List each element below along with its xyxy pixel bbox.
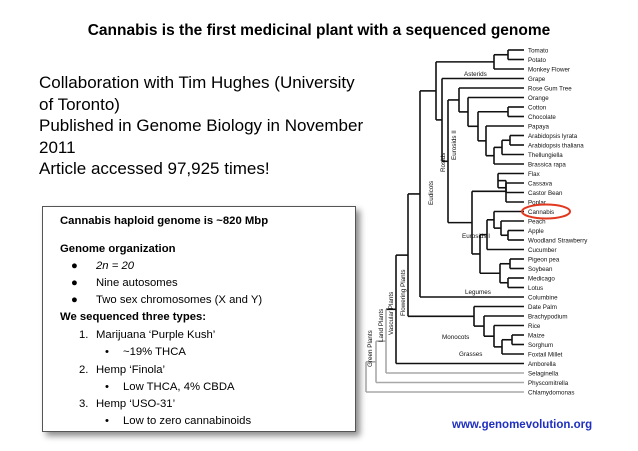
bullet-dot: ● (71, 294, 78, 306)
cannabis-highlight-ellipse (521, 203, 571, 220)
body-line: Published in Genome Biology in November (39, 116, 364, 136)
source-url: www.genomevolution.org (452, 419, 593, 431)
taxon-label: Columbine (528, 295, 558, 302)
body-line: Collaboration with Tim Hughes (Universit… (39, 73, 355, 92)
taxon-label: Maize (528, 333, 545, 340)
clade-label-legumes: Legumes (465, 289, 491, 296)
taxon-label: Arabidopsis thaliana (528, 143, 584, 150)
taxon-label: Brassica rapa (528, 162, 566, 169)
genome-info-box: Cannabis haploid genome is ~820 Mbp Geno… (42, 206, 356, 432)
clade-label-grasses: Grasses (459, 351, 482, 358)
slide-title: Cannabis is the first medicinal plant wi… (87, 22, 551, 39)
taxon-label: Lotus (528, 285, 543, 292)
taxon-label: Papaya (528, 124, 550, 131)
taxon-label: Chocolate (528, 114, 556, 121)
taxon-label: Medicago (528, 276, 555, 283)
taxon-label: Thellungiella (528, 152, 563, 159)
sub-bullet: • (105, 381, 109, 393)
taxon-label: Peach (528, 219, 546, 226)
taxon-label: Arabidopsis lyrata (528, 133, 578, 140)
type-number: 3. (79, 398, 89, 410)
taxon-label: Rice (528, 323, 541, 330)
body-line: Article accessed 97,925 times! (39, 159, 270, 179)
taxon-label: Selaginella (528, 371, 559, 378)
taxon-label: Apple (528, 228, 544, 235)
type-name: Hemp ‘Finola’ (96, 364, 166, 376)
clade-label-vascular-plants: Vascular Plants (388, 292, 395, 335)
body-text: Collaboration with Tim Hughes (Universit… (39, 72, 429, 180)
clade-label-asterids: Asterids (464, 71, 487, 78)
type-name: Marijuana ‘Purple Kush’ (96, 329, 216, 341)
taxon-label: Flax (528, 171, 541, 178)
type-name: Hemp ‘USO-31’ (96, 398, 176, 410)
taxon-label: Tomato (528, 48, 549, 55)
taxon-label: Rose Gum Tree (528, 86, 572, 93)
bullet-item: Nine autosomes (96, 277, 178, 289)
type-detail: ~19% THCA (123, 346, 186, 358)
sub-bullet: • (105, 346, 109, 358)
taxon-label: Poplar (528, 200, 546, 207)
sub-bullet: • (105, 415, 109, 427)
bullet-item: Two sex chromosomes (X and Y) (96, 294, 263, 306)
taxon-label: Cotton (528, 105, 547, 112)
clade-label-rosids: Rosids (440, 153, 447, 172)
taxon-label: Date Palm (528, 304, 557, 311)
type-number: 2. (79, 364, 89, 376)
taxon-label: Castor Bean (528, 190, 563, 197)
clade-label-monocots: Monocots (442, 334, 469, 341)
taxon-label: Chlamydomonas (528, 390, 574, 397)
taxon-label: Pigeon pea (528, 257, 560, 264)
organization-heading: Genome organization (60, 243, 176, 255)
taxon-label: Woodland Strawberry (528, 238, 588, 245)
taxon-label: Amborella (528, 361, 556, 368)
taxon-label: Grape (528, 76, 546, 83)
taxon-label: Physcomitrella (528, 380, 569, 387)
type-number: 1. (79, 329, 89, 341)
clade-label-land-plants: Land Plants (378, 309, 385, 342)
bullet-dot: ● (71, 260, 78, 272)
clade-label-eurosids-i: Eurosids I (462, 233, 490, 240)
clade-label-green-plants: Green Plants (367, 330, 374, 367)
taxon-label: Potato (528, 57, 546, 64)
taxon-label: Cannabis (528, 209, 554, 216)
bullet-dot: ● (71, 277, 78, 289)
bullet-item: 2n = 20 (96, 260, 135, 272)
body-line: 2011 (39, 137, 76, 157)
taxon-label: Soybean (528, 266, 553, 273)
clade-label-eudicots: Eudicots (428, 181, 435, 205)
taxon-label: Cucumber (528, 247, 557, 254)
type-detail: Low THCA, 4% CBDA (123, 381, 235, 393)
taxon-label: Monkey Flower (528, 67, 570, 74)
sequenced-heading: We sequenced three types: (60, 311, 207, 323)
taxon-label: Brachypodium (528, 314, 568, 321)
clade-label-flowering-plants: Flowering Plants (400, 269, 407, 316)
clade-label-eurosids-ii: Eurosids II (451, 130, 458, 160)
type-detail: Low to zero cannabinoids (123, 415, 252, 427)
taxon-label: Orange (528, 95, 549, 102)
taxon-label: Sorghum (528, 342, 553, 349)
box-heading: Cannabis haploid genome is ~820 Mbp (60, 215, 269, 227)
body-line: of Toronto) (39, 94, 120, 114)
taxon-label: Cassava (528, 181, 553, 188)
taxon-label: Foxtail Millet (528, 352, 563, 359)
